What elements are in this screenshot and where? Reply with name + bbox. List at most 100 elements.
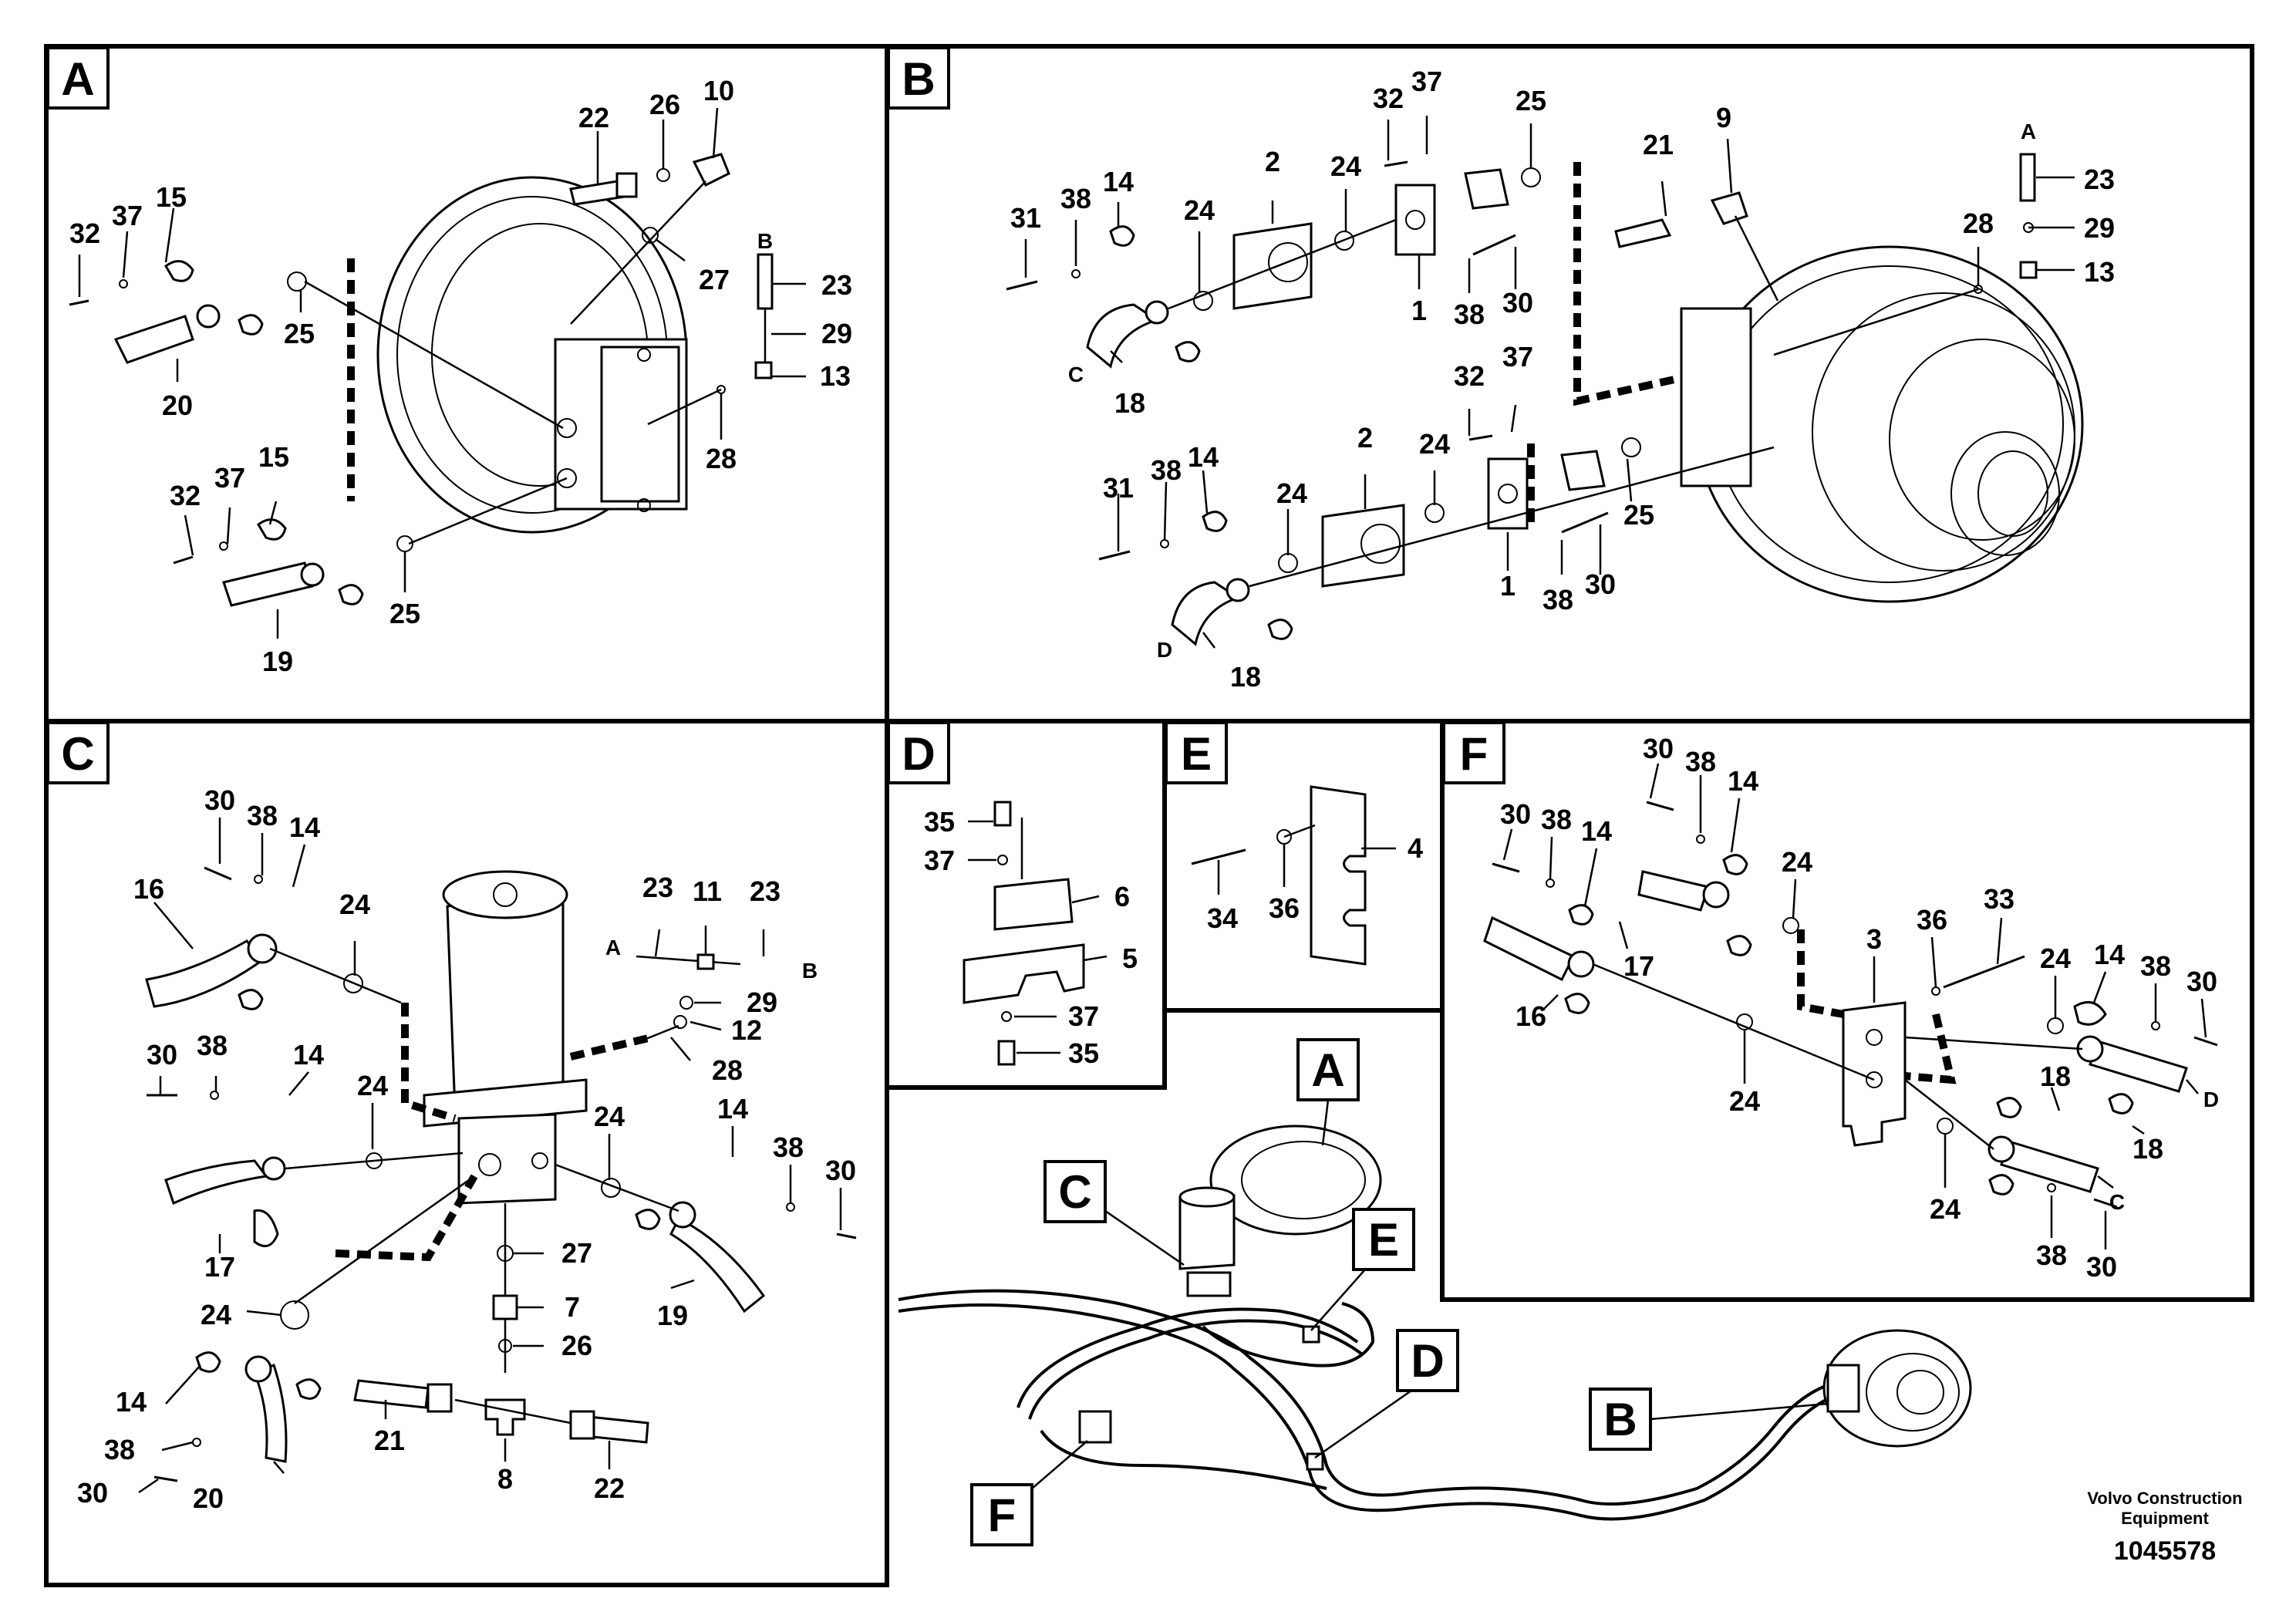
callout-38: 38 <box>1685 746 1716 777</box>
clamp-plate-4 <box>1310 785 1367 966</box>
callout-1b: 1 <box>1500 570 1515 602</box>
callout-38d: 38 <box>1542 584 1573 615</box>
callout-37: 37 <box>924 845 955 876</box>
panel-f-drawing <box>1483 763 2218 1249</box>
callout-30b: 30 <box>1585 568 1616 600</box>
callout-25: 25 <box>1515 85 1546 116</box>
svg-text:E: E <box>1368 1214 1399 1266</box>
callout-18: 18 <box>2040 1061 2071 1092</box>
block-3 <box>1842 1001 1907 1147</box>
callout-a: A <box>605 936 621 959</box>
hose-21c <box>353 1379 430 1409</box>
callout-25b: 25 <box>1623 499 1654 531</box>
callout-b: B <box>802 959 818 983</box>
panel-b-drawing <box>1006 116 2084 649</box>
callout-25: 25 <box>284 318 315 349</box>
callout-b: B <box>757 229 773 253</box>
callout-c: C <box>2109 1190 2125 1214</box>
svg-text:B: B <box>902 53 935 105</box>
svg-text:A: A <box>1311 1044 1344 1096</box>
overview-tag-e: E <box>1310 1208 1415 1331</box>
overview-tag-a: A <box>1296 1038 1360 1146</box>
callout-30b: 30 <box>147 1039 177 1071</box>
callout-30c: 30 <box>825 1155 856 1186</box>
panel-f-frame <box>1440 719 2254 1302</box>
callout-24c: 24 <box>594 1101 625 1132</box>
panel-c-tag: C <box>46 721 110 784</box>
panel-d-drawing <box>963 801 1108 1066</box>
callout-14c: 14 <box>2094 939 2125 970</box>
callout-18b: 18 <box>2132 1133 2163 1165</box>
hose-19c <box>669 1216 766 1313</box>
callout-16: 16 <box>1515 1000 1546 1032</box>
callout-13: 13 <box>820 360 851 392</box>
callout-15: 15 <box>156 181 187 213</box>
callout-26: 26 <box>649 89 680 120</box>
document-number: 1045578 <box>2114 1536 2216 1566</box>
callout-15b: 15 <box>258 441 289 473</box>
callout-37b: 37 <box>1068 1000 1099 1032</box>
callout-30c: 30 <box>2186 966 2217 997</box>
callout-38: 38 <box>247 800 278 831</box>
callout-14: 14 <box>1103 166 1134 197</box>
callout-24: 24 <box>1330 150 1361 182</box>
callout-24c: 24 <box>1419 428 1450 460</box>
callout-30: 30 <box>1643 733 1674 764</box>
callout-33: 33 <box>1984 883 2014 915</box>
callout-29: 29 <box>821 318 852 349</box>
panel-c-labels: 30 38 14 16 24 23 11 23 A B 29 12 28 30 … <box>77 784 856 1514</box>
callout-11: 11 <box>693 875 722 907</box>
callout-23: 23 <box>821 269 852 301</box>
panel-a-tag: A <box>46 46 110 110</box>
callout-27: 27 <box>561 1237 592 1269</box>
callout-17: 17 <box>1623 950 1654 982</box>
brand-line-1: Volvo Construction <box>2087 1489 2242 1508</box>
svg-text:F: F <box>1460 728 1489 780</box>
callout-28: 28 <box>706 443 737 474</box>
callout-25b: 25 <box>389 598 420 629</box>
clamp-5 <box>963 943 1085 1004</box>
panel-f-tag: F <box>1442 721 1505 784</box>
panel-f-labels: 30 38 14 30 38 14 24 33 36 3 24 14 38 30… <box>1500 733 2219 1283</box>
callout-38c: 38 <box>2140 950 2171 982</box>
callout-38d: 38 <box>104 1434 135 1465</box>
panel-d-tag: D <box>887 721 950 784</box>
panel-a-labels: 22 26 10 32 37 15 27 23 B 29 13 25 20 28… <box>69 75 852 677</box>
callout-37: 37 <box>1411 66 1442 97</box>
callout-24c: 24 <box>1729 1085 1760 1117</box>
callout-2b: 2 <box>1357 422 1373 454</box>
callout-35: 35 <box>924 806 955 838</box>
svg-text:B: B <box>1603 1394 1637 1445</box>
callout-32b: 32 <box>170 480 201 511</box>
callout-8: 8 <box>497 1463 513 1495</box>
callout-30d: 30 <box>2086 1251 2117 1283</box>
callout-12: 12 <box>731 1014 762 1046</box>
hose-17 <box>164 1159 268 1206</box>
callout-21: 21 <box>1643 129 1674 160</box>
panel-b-labels: 32 37 25 2 24 14 38 31 24 21 9 A 23 28 2… <box>1010 66 2115 693</box>
svg-text:A: A <box>61 53 94 105</box>
callout-26: 26 <box>561 1330 592 1361</box>
callout-14b: 14 <box>1581 815 1612 847</box>
svg-text:C: C <box>1058 1166 1091 1218</box>
callout-24b: 24 <box>1184 194 1215 226</box>
overview-tag-f: F <box>970 1440 1088 1546</box>
overview-tag-c: C <box>1043 1160 1185 1266</box>
callout-38c: 38 <box>1151 454 1182 486</box>
callout-37b: 37 <box>214 462 245 494</box>
callout-32: 32 <box>1373 83 1404 114</box>
callout-38b: 38 <box>1454 298 1485 330</box>
callout-13: 13 <box>2084 256 2115 288</box>
callout-18: 18 <box>1114 387 1145 419</box>
callout-24d: 24 <box>1930 1193 1961 1225</box>
hose-19 <box>222 561 314 607</box>
overview-tag-b: B <box>1589 1388 1829 1451</box>
callout-22: 22 <box>578 102 609 133</box>
callout-5: 5 <box>1122 943 1138 974</box>
overview-tag-d: D <box>1314 1329 1459 1459</box>
panel-d-labels: 35 37 6 5 37 35 <box>924 806 1138 1069</box>
callout-37b: 37 <box>1502 341 1533 373</box>
svg-text:F: F <box>988 1489 1017 1541</box>
panel-a-drawing <box>69 107 806 639</box>
